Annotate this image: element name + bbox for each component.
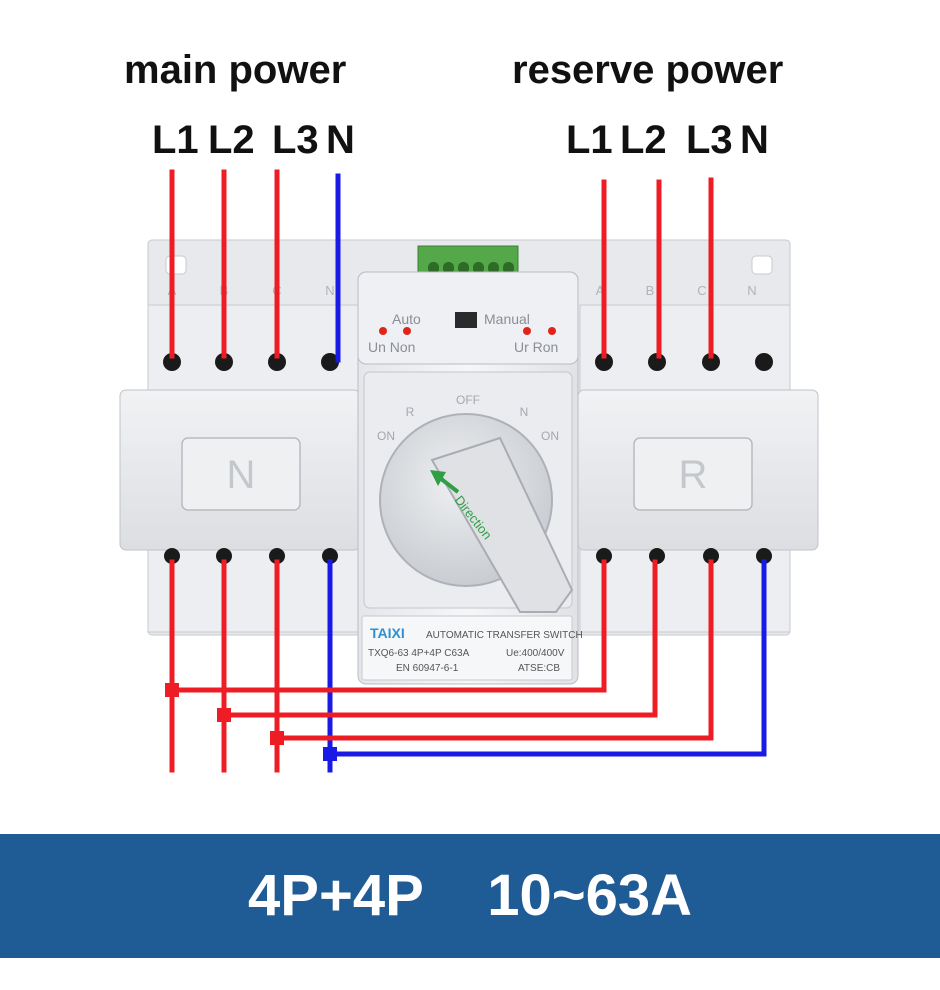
product-label: AUTOMATIC TRANSFER SWITCH (426, 630, 583, 641)
r-position-mark: R (406, 405, 415, 419)
spec-banner: 4P+4P 10~63A (0, 834, 940, 958)
reserve-terminal-n: N (740, 118, 769, 162)
ur-indicator-led (523, 327, 531, 335)
reserve-module-letter: R (679, 453, 708, 497)
link-l3-wire (274, 559, 714, 741)
spec-banner-text: 4P+4P 10~63A (0, 834, 940, 958)
class-label: ATSE:CB (518, 663, 560, 674)
current-spec: 10~63A (487, 863, 692, 928)
model-label: TXQ6-63 4P+4P C63A (368, 648, 470, 659)
main-terminal-l2: L2 (208, 118, 255, 162)
poles-spec: 4P+4P (248, 863, 423, 928)
link-l2-wire (221, 559, 658, 718)
main-breaker-module: N A B C N (119, 283, 361, 633)
off-mark: OFF (456, 393, 480, 407)
brand-label: TAIXI (370, 625, 405, 641)
auto-label: Auto (392, 311, 421, 327)
link-n-wire (327, 559, 767, 757)
standard-label: EN 60947-6-1 (396, 663, 459, 674)
controller-unit: Auto Manual Un Non Ur Ron OFF ON ON R N … (357, 245, 583, 685)
main-terminal-l3: L3 (272, 118, 319, 162)
reserve-terminal-l1: L1 (566, 118, 613, 162)
ron-indicator-led (548, 327, 556, 335)
right-phase-mark-c: C (697, 283, 706, 298)
right-phase-mark-n: N (747, 283, 756, 298)
main-power-heading: main power (124, 48, 347, 92)
un-indicator-led (379, 327, 387, 335)
voltage-label: Ue:400/400V (506, 648, 565, 659)
main-terminal-l1: L1 (152, 118, 199, 162)
reserve-power-heading: reserve power (512, 48, 784, 92)
reserve-breaker-module: R A B C N (577, 283, 819, 633)
auto-manual-switch (455, 312, 477, 328)
knob-handle (430, 436, 574, 613)
un-non-label: Un Non (368, 339, 415, 355)
terminal-screws (163, 353, 773, 564)
wire-junctions (165, 683, 337, 761)
main-module-letter: N (227, 453, 256, 497)
main-terminal-n: N (326, 118, 355, 162)
right-phase-mark-b: B (646, 283, 655, 298)
reserve-terminal-l2: L2 (620, 118, 667, 162)
manual-label: Manual (484, 311, 530, 327)
on-right-mark: ON (541, 429, 559, 443)
left-phase-mark-n: N (325, 283, 334, 298)
direction-arrow-icon (438, 476, 460, 494)
n-position-mark: N (520, 405, 529, 419)
reserve-terminal-l3: L3 (686, 118, 733, 162)
on-left-mark: ON (377, 429, 395, 443)
ur-ron-label: Ur Ron (514, 339, 558, 355)
link-l1-wire (169, 559, 607, 693)
wiring (169, 169, 767, 773)
non-indicator-led (403, 327, 411, 335)
nameplate (361, 615, 573, 681)
right-phase-mark-a: A (596, 283, 605, 298)
